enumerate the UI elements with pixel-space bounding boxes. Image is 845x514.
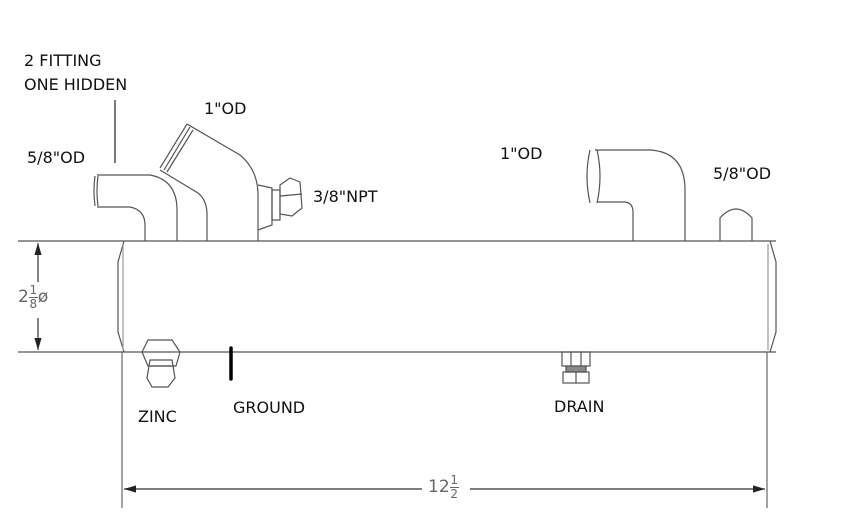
diameter-whole: 2: [18, 287, 29, 308]
length-whole: 12: [428, 477, 450, 498]
left-large-angled-fitting: [159, 123, 259, 241]
tube-body: [18, 240, 777, 353]
left-small-elbow-fitting: [93, 174, 178, 241]
zinc-label: ZINC: [138, 407, 177, 426]
length-num: 1: [450, 473, 458, 487]
diameter-symbol: ø: [37, 287, 49, 308]
fitting-note-line1: 2 FITTING: [24, 51, 102, 70]
right-small-stub-fitting: [719, 208, 753, 241]
npt-plug: [257, 177, 303, 231]
left-large-od-label: 1"OD: [204, 99, 247, 118]
zinc-anode: [141, 339, 181, 388]
length-den: 2: [450, 486, 458, 501]
ground-label: GROUND: [233, 398, 306, 417]
diameter-den: 8: [29, 296, 38, 311]
drain-label: DRAIN: [554, 397, 605, 416]
right-large-elbow-fitting: [586, 149, 686, 241]
diameter-num: 1: [29, 283, 38, 297]
length-dimension-line: [121, 352, 768, 508]
right-large-od-label: 1"OD: [500, 144, 543, 163]
right-small-od-label: 5/8"OD: [713, 164, 772, 183]
npt-label: 3/8"NPT: [313, 187, 378, 206]
fitting-note-line2: ONE HIDDEN: [24, 75, 128, 94]
left-small-od-label: 5/8"OD: [27, 148, 86, 167]
drain-plug: [561, 351, 591, 384]
